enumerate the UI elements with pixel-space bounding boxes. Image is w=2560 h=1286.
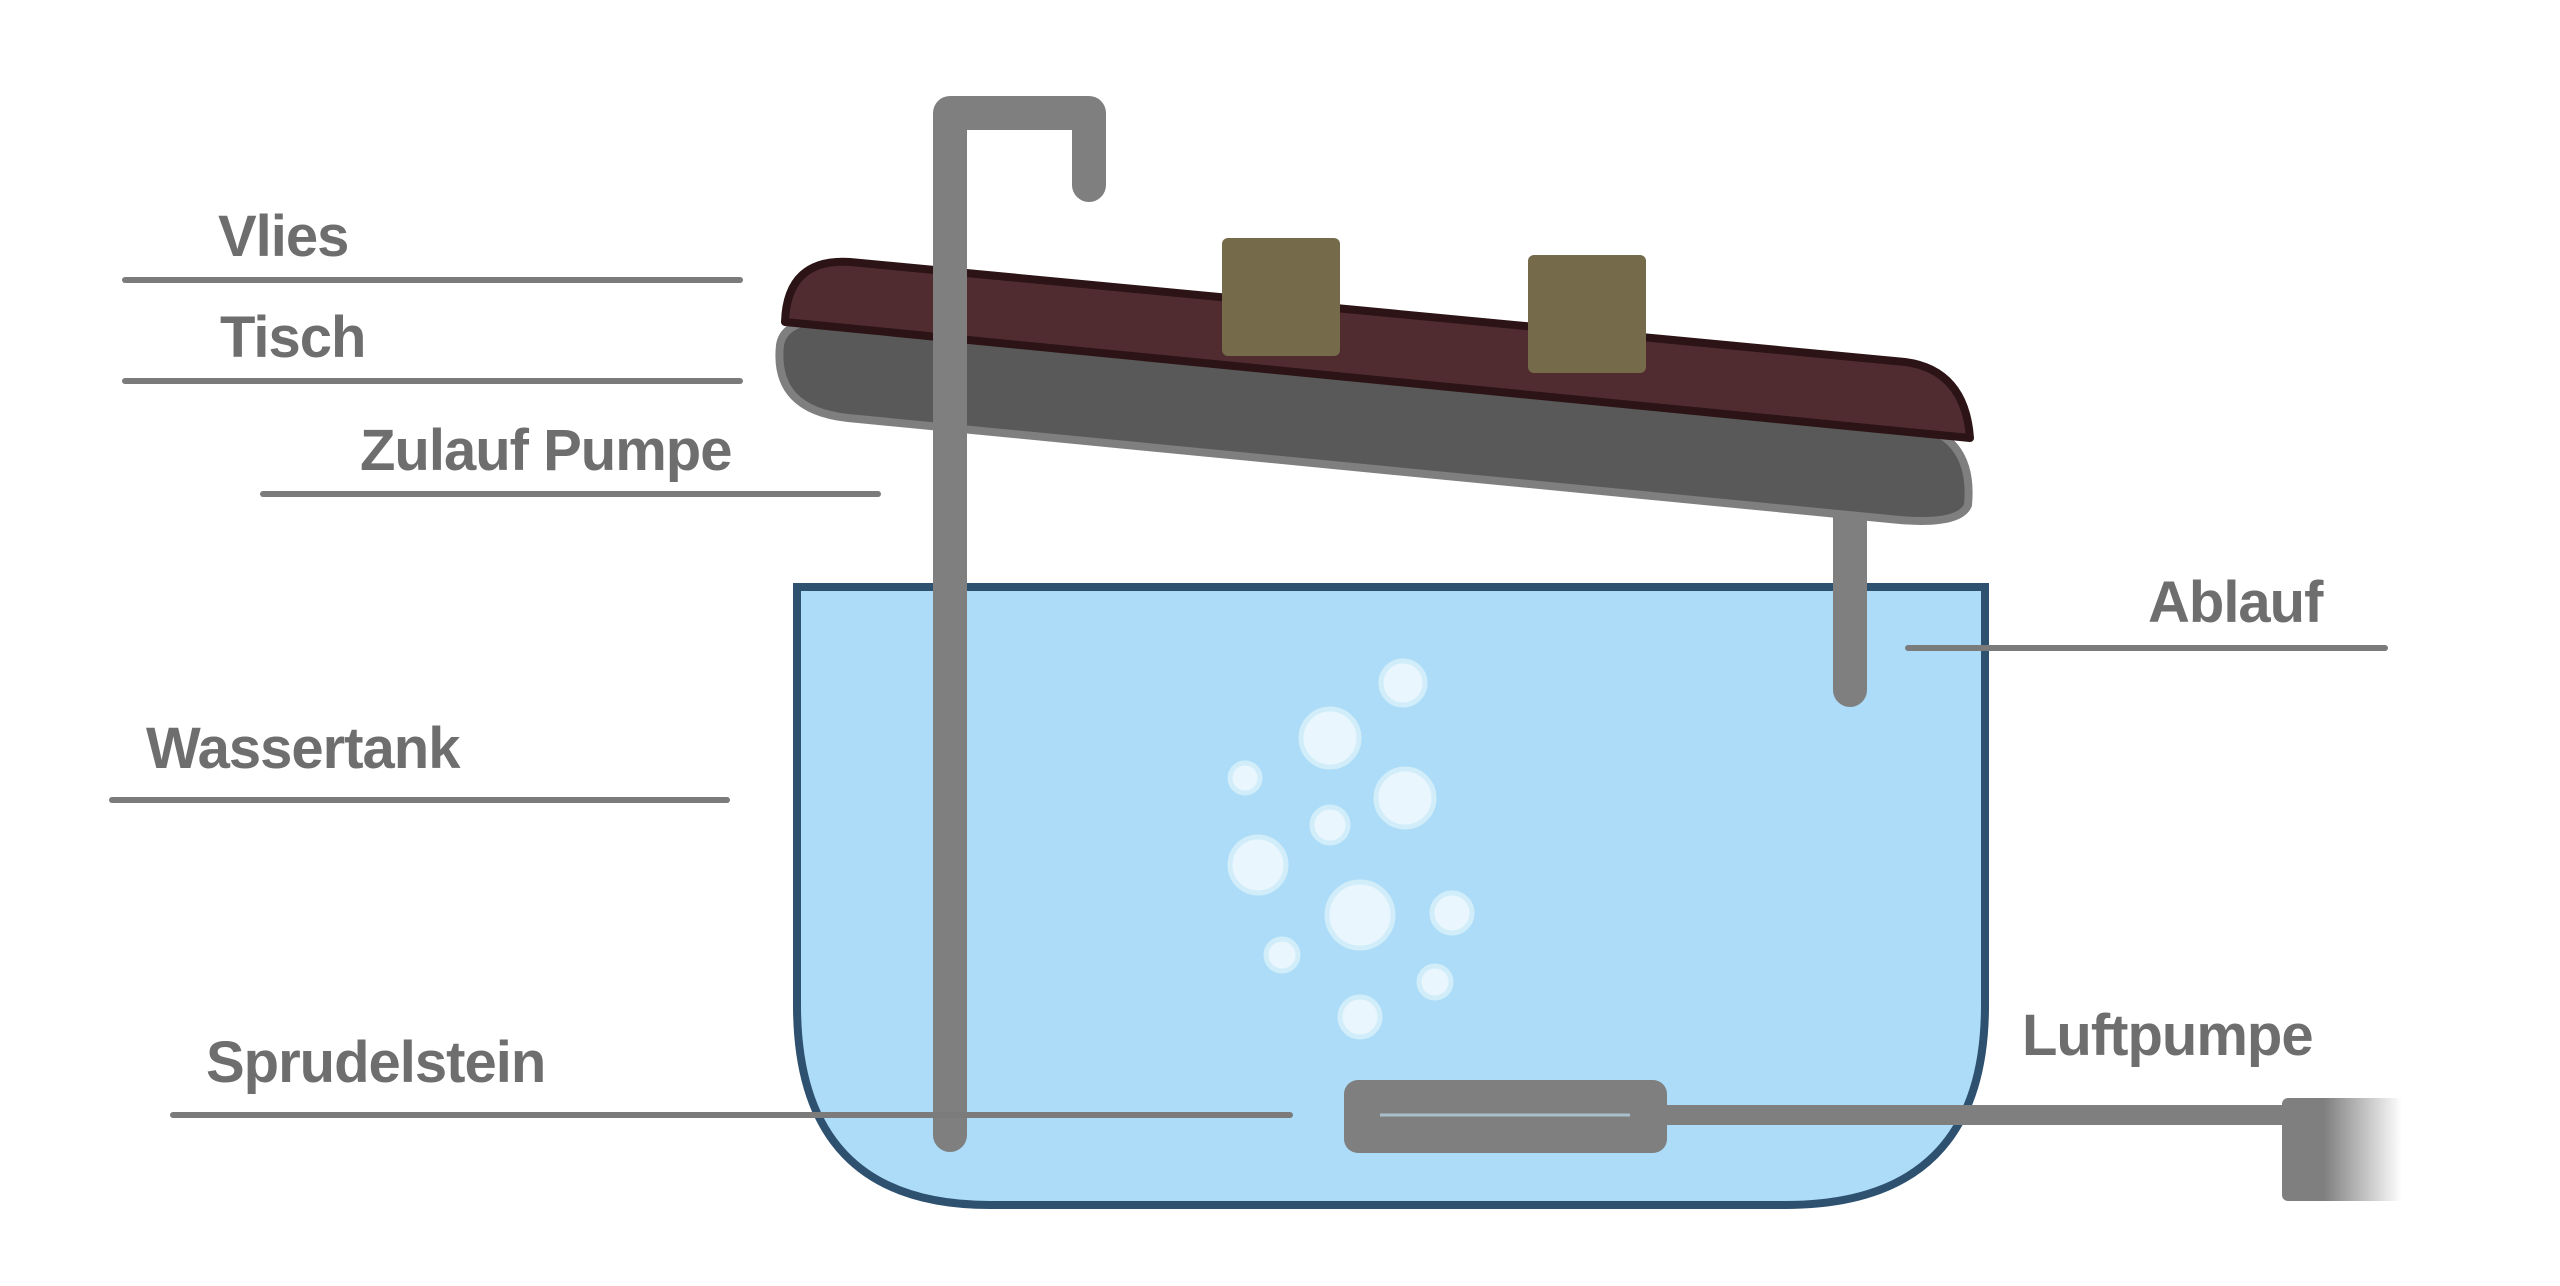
water-tank xyxy=(793,583,1989,1209)
bubble xyxy=(1429,890,1475,936)
plant-pot xyxy=(1528,255,1646,373)
label-ablauf: Ablauf xyxy=(2148,570,2324,635)
bubble xyxy=(1227,760,1263,796)
table xyxy=(775,315,1973,525)
bubble xyxy=(1416,963,1454,1001)
plant-pot xyxy=(1222,238,1340,356)
pump-inlet-pipe xyxy=(933,96,1106,1152)
bubble xyxy=(1309,804,1351,846)
label-tisch: Tisch xyxy=(220,305,365,370)
bubble xyxy=(1378,658,1428,708)
label-zulauf-pumpe: Zulauf Pumpe xyxy=(360,418,731,483)
air-pump xyxy=(2282,1098,2402,1201)
air-bubbles xyxy=(1227,658,1475,1040)
label-vlies: Vlies xyxy=(218,204,348,269)
bubble xyxy=(1227,834,1289,896)
label-luftpumpe: Luftpumpe xyxy=(2022,1003,2313,1068)
bubble xyxy=(1337,994,1383,1040)
bubble xyxy=(1298,706,1362,770)
fleece xyxy=(781,257,1974,442)
label-sprudelstein: Sprudelstein xyxy=(206,1030,545,1095)
label-wassertank: Wassertank xyxy=(146,716,461,781)
bubble xyxy=(1263,936,1301,974)
bubble xyxy=(1324,879,1396,951)
bubble xyxy=(1373,766,1437,830)
